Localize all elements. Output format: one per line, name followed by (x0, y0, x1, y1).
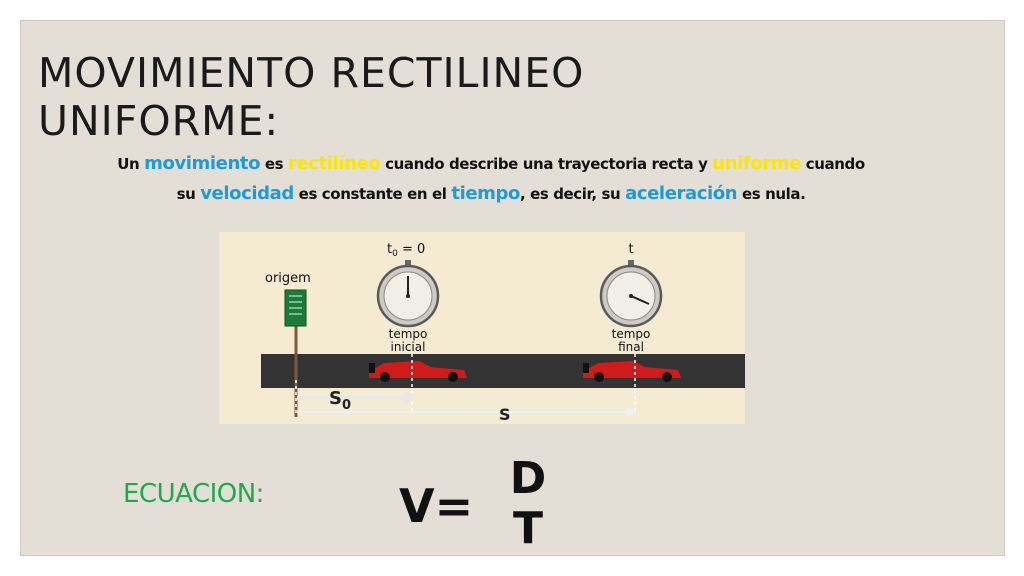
keyword-velocidad: velocidad (200, 183, 294, 204)
race-car-end-icon (583, 361, 681, 382)
race-car-start-icon (369, 361, 467, 382)
desc-text: cuando describe una trayectoria recta y (380, 155, 713, 173)
origin-label: origem (265, 271, 311, 286)
start-label-1: tempo (389, 327, 428, 341)
end-label-1: tempo (612, 327, 651, 341)
title-line-2: UNIFORME: (38, 97, 280, 145)
stopwatch-end-icon (599, 260, 663, 328)
desc-text: cuando (800, 155, 865, 173)
keyword-uniforme: uniforme (712, 153, 801, 174)
desc-text: , es decir, su (519, 185, 626, 203)
slide-title: MOVIMIENTO RECTILINEO UNIFORME: (38, 49, 738, 145)
s-label: S (499, 405, 511, 424)
keyword-movimiento: movimiento (144, 153, 261, 174)
equation-lhs: V= (399, 479, 474, 533)
equation-numerator: D (509, 453, 547, 504)
s0-label: S0 (329, 388, 351, 413)
start-label-2: inicial (391, 340, 426, 354)
s0-arrow (297, 392, 415, 404)
equation-denominator: T (512, 503, 543, 554)
definition-text: Un movimiento es rectilíneo cuando descr… (51, 149, 931, 209)
s-arrow (297, 407, 637, 417)
desc-text: es nula. (737, 185, 806, 203)
title-line-1: MOVIMIENTO RECTILINEO (38, 49, 585, 97)
keyword-rectilineo: rectilíneo (288, 153, 381, 174)
desc-text: su (176, 185, 201, 203)
motion-diagram: origem t0 = 0 tempo inicial t tempo (219, 232, 745, 424)
t-label: t (628, 242, 633, 257)
desc-text: Un (117, 155, 145, 173)
desc-text: es (260, 155, 289, 173)
equation-label: ECUACION: (123, 479, 264, 509)
keyword-tiempo: tiempo (451, 183, 520, 204)
t0-label: t0 = 0 (387, 242, 425, 259)
stopwatch-start-icon (376, 260, 440, 328)
end-label-2: final (618, 340, 644, 354)
keyword-aceleracion: aceleración (625, 183, 738, 204)
slide: MOVIMIENTO RECTILINEO UNIFORME: Un movim… (20, 20, 1005, 556)
desc-text: es constante en el (293, 185, 452, 203)
